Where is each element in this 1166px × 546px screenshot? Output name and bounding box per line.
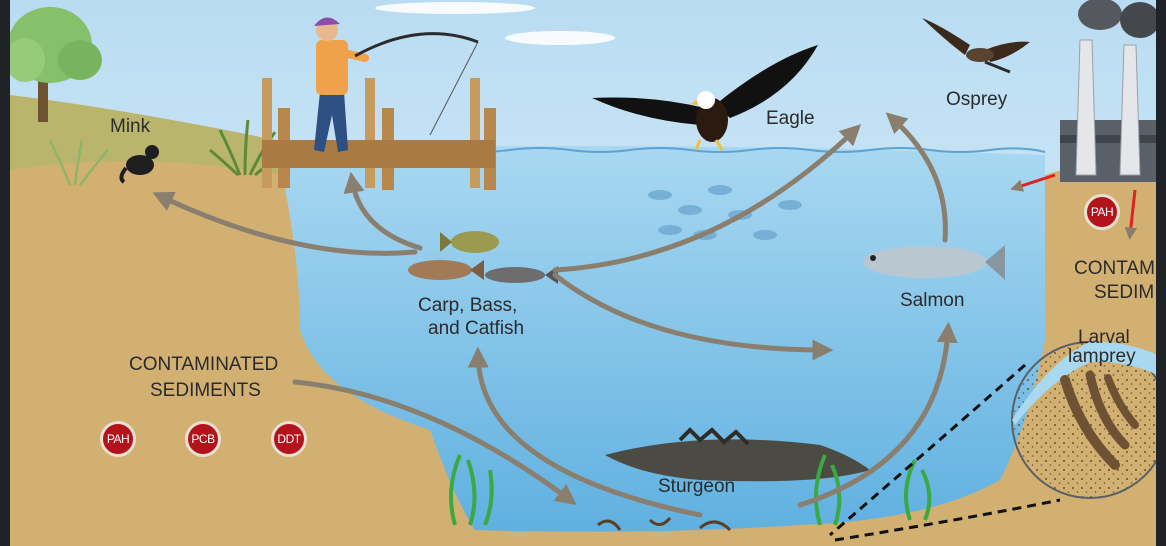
bottom-debris [597,516,732,532]
label-lamprey-line1: Larval [1078,327,1130,348]
contaminant-badge-pah-right: PAH [1084,194,1120,230]
arrow-fish-to-human [343,171,423,251]
grass-tuft-left [48,139,109,186]
salmon [863,245,1005,280]
contaminant-badge-pah: PAH [100,421,136,457]
arrow-bottom-to-salmon [797,321,958,508]
fisherman [314,17,479,152]
label-right-sediments-line2: SEDIM [1094,282,1155,303]
label-fish-group-line2: and Catfish [428,318,525,339]
power-plant [1060,0,1160,182]
sturgeon [605,427,870,482]
label-right-sediments-line1: CONTAM [1074,258,1155,279]
food-chain-arrows [152,112,958,518]
arrow-sediment-to-sturgeon [292,379,577,506]
label-lamprey-line2: lamprey [1068,346,1136,367]
mink [119,145,159,184]
label-sediments-line2: SEDIMENTS [150,380,261,401]
inset-pointer-line [829,363,1026,537]
label-salmon: Salmon [900,290,965,311]
arrow-fish-to-lower [552,272,834,361]
left-bank [10,95,1045,546]
arrow-fish-to-eagle [552,124,862,273]
osprey [922,18,1030,74]
fish-group [408,231,558,284]
discharge-arrow-down [1124,189,1138,241]
label-sturgeon: Sturgeon [658,476,736,497]
label-osprey: Osprey [946,89,1008,110]
arrow-salmon-to-osprey [885,112,948,243]
contaminant-badge-pcb: PCB [185,421,221,457]
label-sediments-line1: CONTAMINATED [129,354,279,375]
tree-illustration [5,7,102,122]
inset-pointer-line-bottom [834,498,1061,542]
label-mink: Mink [110,116,151,137]
discharge-arrow-left [1010,173,1056,192]
arrow-fish-to-mink [152,191,418,256]
lamprey-inset [1011,341,1166,499]
label-eagle: Eagle [766,108,815,129]
arrow-sturgeon-to-fish [467,346,703,518]
eagle [592,45,818,151]
left-bank-grass [10,95,278,175]
contaminant-badge-ddt: DDT [271,421,307,457]
label-fish-group-line1: Carp, Bass, [418,295,518,316]
clouds [375,2,615,45]
